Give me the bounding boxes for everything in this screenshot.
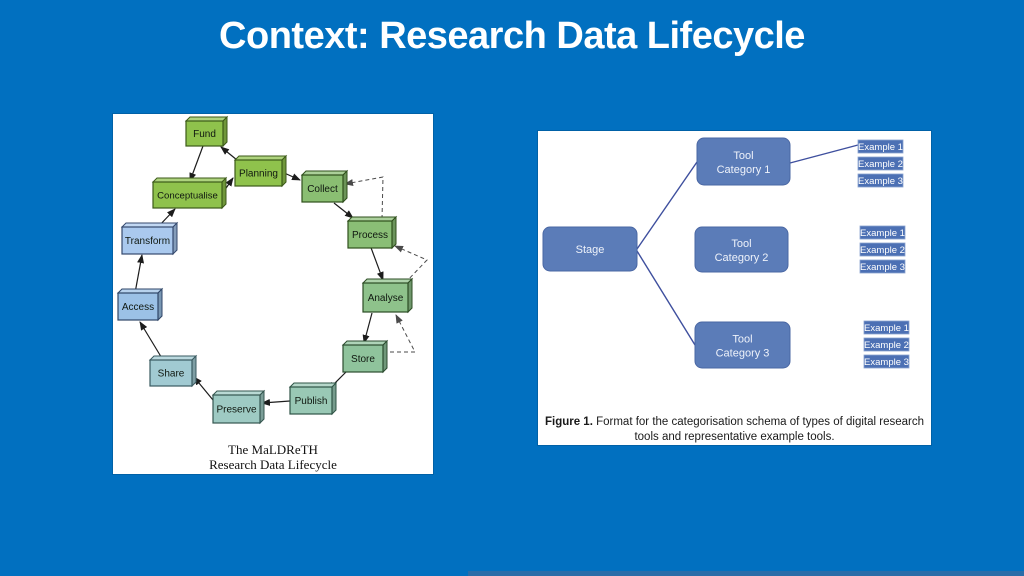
- lifecycle-node-analyse: Analyse: [361, 277, 414, 314]
- lifecycle-node-collect: Collect: [300, 169, 349, 204]
- tool-category-label-line2: Category 3: [716, 348, 770, 360]
- lifecycle-node-fund: Fund: [184, 115, 229, 148]
- example-box-label: Example 2: [864, 340, 909, 351]
- lifecycle-node-label: Publish: [295, 396, 328, 407]
- example-box-3-3: Example 3: [863, 354, 910, 369]
- example-box-1-1: Example 1: [857, 139, 904, 154]
- lifecycle-arrows: [134, 145, 384, 406]
- lifecycle-node-label: Process: [352, 230, 388, 241]
- tool-category-label-line1: Tool: [732, 334, 752, 346]
- example-box-label: Example 3: [860, 262, 905, 273]
- lifecycle-node-label: Store: [351, 354, 375, 365]
- lifecycle-node-conceptualise: Conceptualise: [151, 176, 228, 210]
- lifecycle-node-label: Analyse: [368, 293, 404, 304]
- slide-title: Context: Research Data Lifecycle: [219, 15, 805, 57]
- lifecycle-node-process: Process: [346, 215, 398, 250]
- lifecycle-node-label: Access: [122, 302, 154, 313]
- lifecycle-caption-line1: The MaLDReTH: [228, 442, 318, 457]
- lifecycle-node-label: Collect: [307, 184, 338, 195]
- lifecycle-node-transform: Transform: [120, 221, 179, 256]
- lifecycle-node-label: Share: [158, 369, 185, 380]
- lifecycle-node-preserve: Preserve: [211, 389, 266, 425]
- lifecycle-node-access: Access: [116, 287, 164, 322]
- example-box-label: Example 3: [864, 357, 909, 368]
- tool-category-label-line2: Category 1: [717, 164, 771, 176]
- example-box-1-2: Example 2: [857, 156, 904, 171]
- lifecycle-node-planning: Planning: [233, 154, 288, 188]
- tool-category-label-line1: Tool: [731, 238, 751, 250]
- example-box-label: Example 2: [858, 159, 903, 170]
- figure-caption: Figure 1. Format for the categorisation …: [543, 415, 926, 445]
- lifecycle-node-label: Fund: [193, 129, 216, 140]
- example-box-2-2: Example 2: [859, 242, 906, 257]
- example-box-2-3: Example 3: [859, 259, 906, 274]
- figure-caption-label: Figure 1.: [544, 416, 593, 428]
- tool-category-label-line1: Tool: [733, 150, 753, 162]
- lifecycle-dashed-loops: [344, 176, 428, 353]
- lifecycle-node-label: Transform: [125, 236, 170, 247]
- example-box-3-2: Example 2: [863, 337, 910, 352]
- lifecycle-node-label: Conceptualise: [157, 191, 218, 202]
- schema-connector-lines: [636, 144, 859, 346]
- example-box-label: Example 2: [860, 245, 905, 256]
- example-box-3-1: Example 1: [863, 320, 910, 335]
- example-box-2-1: Example 1: [859, 225, 906, 240]
- lifecycle-node-label: Planning: [239, 169, 278, 180]
- example-box-1-3: Example 3: [857, 173, 904, 188]
- lifecycle-node-publish: Publish: [288, 381, 338, 416]
- footer-accent-bar: [468, 571, 1024, 576]
- example-box-label: Example 1: [860, 228, 905, 239]
- lifecycle-node-label: Preserve: [216, 405, 256, 416]
- figure-caption-text: Format for the categorisation schema of …: [592, 416, 925, 444]
- lifecycle-node-share: Share: [148, 354, 198, 388]
- example-box-label: Example 1: [864, 323, 909, 334]
- example-box-label: Example 3: [858, 176, 903, 187]
- stage-label: Stage: [576, 244, 605, 256]
- lifecycle-node-store: Store: [341, 339, 389, 374]
- tool-category-label-line2: Category 2: [715, 252, 769, 264]
- stage-node: Stage: [542, 226, 638, 272]
- example-box-label: Example 1: [858, 142, 903, 153]
- lifecycle-caption-line2: Research Data Lifecycle: [209, 457, 337, 472]
